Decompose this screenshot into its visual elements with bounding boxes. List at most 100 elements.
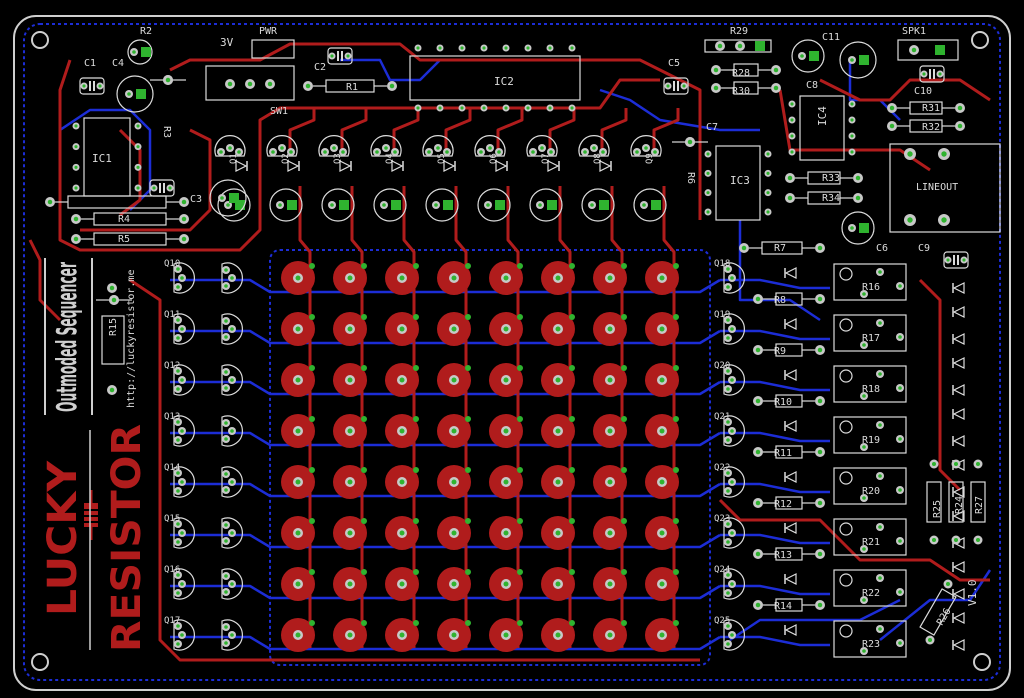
Q23-label: Q23 [714,514,730,524]
label-c8: C8 [806,80,818,91]
led-top-7 [547,160,560,172]
label-r10: R10 [774,397,792,408]
mounting-hole-br [973,653,991,671]
lineout-jack [889,143,1001,233]
square-pad [495,200,505,210]
led-top-4 [391,160,404,172]
cap-q6-outline [477,188,511,222]
trimmer-r20 [833,467,907,505]
Q13-outline [173,415,195,447]
Q17-label: Q17 [164,616,180,626]
led-trim-1 [952,282,965,294]
label-r27: R27 [974,496,985,514]
label-r6: R6 [685,172,696,184]
label-c1: C1 [84,58,96,69]
Q9-label: Q9 [645,153,655,164]
Q1-label: Q1 [229,153,239,164]
resistor-r7-body [761,241,803,255]
label-lineout: LINEOUT [916,182,958,193]
led-top-6 [495,160,508,172]
label-r13: R13 [774,550,792,561]
resistor-r28-body [733,63,759,77]
led-trim-3 [952,384,965,396]
cap-c3-small-outline [149,179,175,197]
connector-r29 [704,39,772,53]
Q11-label: Q11 [164,310,180,320]
board-title: Outmoded Sequencer [50,262,83,412]
label-c3: C3 [190,194,202,205]
cap-c9-outline [943,251,969,269]
led-trim-2 [952,333,965,345]
Q10-label: Q10 [164,259,180,269]
resistor-r10-body [775,394,803,408]
label-r16: R16 [862,282,880,293]
Q22-label: Q22 [714,463,730,473]
Q18-outline [723,262,745,294]
cap-q2-outline [269,188,303,222]
led-top-5 [443,160,456,172]
Q16-outline [173,568,195,600]
square-pad [287,200,297,210]
trimmer-r23 [833,620,907,658]
led-right-1 [784,267,797,279]
label-ic1: IC1 [92,152,112,165]
square-pad [141,47,151,57]
power-connector [251,39,295,59]
Q21-label: Q21 [714,412,730,422]
cap-c10-outline [919,65,945,83]
Q7-outline [526,135,558,157]
cap-c5-outline [663,77,689,95]
label-ic2: IC2 [494,75,514,88]
cap-c11-outline [791,39,825,73]
Q20-outline [723,364,745,396]
led-top-3 [339,160,352,172]
square-pad [859,223,869,233]
square-pad [859,55,869,65]
board-outline [13,15,1011,691]
led-right-8 [784,624,797,636]
led-trim-b-6 [952,561,965,573]
Q8-outline [578,135,610,157]
label-r18: R18 [862,384,880,395]
square-pad [235,200,245,210]
led-trim-4 [952,435,965,447]
label-r34: R34 [822,193,840,204]
cap-c1-outline [79,77,105,95]
label-r5: R5 [118,234,130,245]
Q23-outline [723,517,745,549]
mounting-hole-bl [31,653,49,671]
Q16-label: Q16 [164,565,180,575]
label-r14: R14 [774,601,792,612]
cap-q7-outline [529,188,563,222]
cap-q3-outline [321,188,355,222]
label-r25: R25 [932,500,943,518]
label-c6: C6 [876,243,888,254]
cap-r2-outline [127,39,153,65]
Q22-outline [723,466,745,498]
ic4-outline [799,95,845,161]
cap-q4-outline [373,188,407,222]
ic1-outline [83,117,131,197]
Q19-label: Q19 [714,310,730,320]
square-pad [651,200,661,210]
resistor-r5-body [93,232,167,246]
label-r3: R3 [161,126,172,138]
cap-q5-outline [425,188,459,222]
label-c11: C11 [822,32,840,43]
Q13-label: Q13 [164,412,180,422]
Q25-label: Q25 [714,616,730,626]
url-label: http://luckyresistor.me [126,270,137,408]
resistor-r31-body [909,101,943,115]
Q5-outline [422,135,454,157]
Q15-label: Q15 [164,514,180,524]
Q25-outline [723,619,745,651]
trimmer-r18 [833,365,907,403]
label-spk1: SPK1 [902,26,926,37]
cap-q9-outline [633,188,667,222]
label-r21: R21 [862,537,880,548]
label-r20: R20 [862,486,880,497]
resistor-r12-body [775,496,803,510]
led-trim-b-2 [952,357,965,369]
resistor-r8-body [775,292,803,306]
resistor-r11-body [775,445,803,459]
